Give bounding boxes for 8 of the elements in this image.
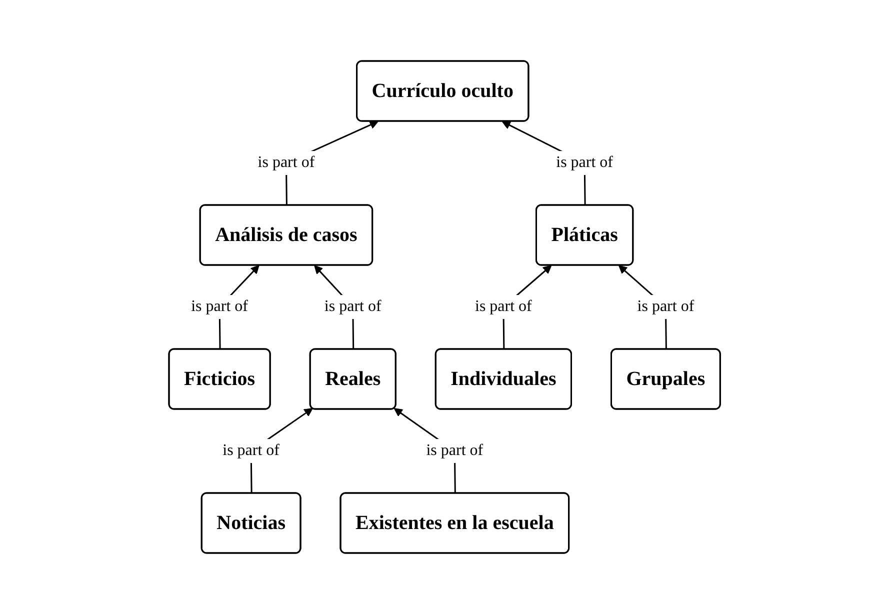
edge-label: is part of xyxy=(556,154,614,171)
edge-label: is part of xyxy=(475,298,532,315)
edge-label: is part of xyxy=(192,298,248,315)
edge-label: is part of xyxy=(258,154,316,171)
edge-label: is part of xyxy=(426,442,484,459)
edge-label: is part of xyxy=(638,298,695,315)
edge-label: is part of xyxy=(223,442,280,459)
edge-label: is part of xyxy=(324,298,382,315)
